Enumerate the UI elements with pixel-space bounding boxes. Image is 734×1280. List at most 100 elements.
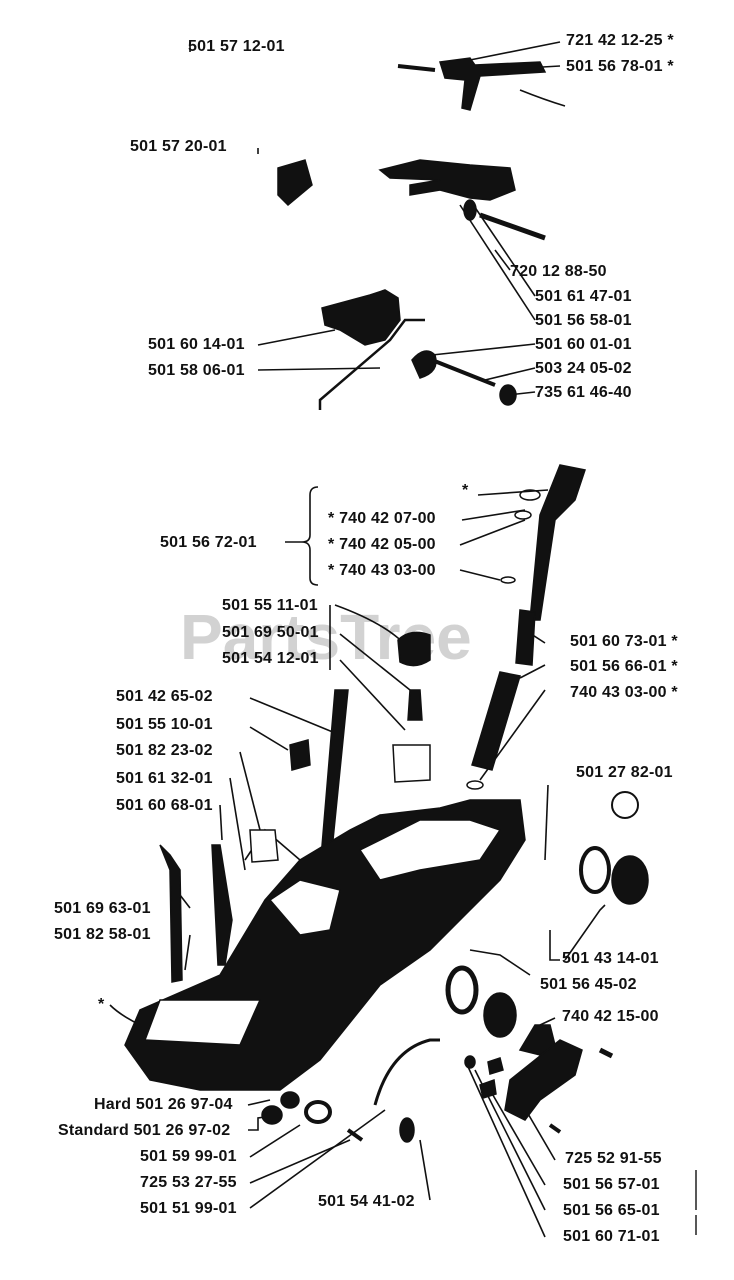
pin-part: [431, 358, 496, 387]
part-number-label: 501 82 58-01: [54, 926, 151, 943]
gasket-part: [579, 846, 611, 894]
clip-part: [487, 1057, 504, 1075]
part-number-label: * 740 43 03-00: [328, 562, 436, 579]
part-number-label: 501 51 99-01: [140, 1200, 237, 1217]
leader-line: [184, 934, 191, 971]
part-number-label: 501 56 66-01 *: [570, 658, 678, 675]
part-number-label: 740 43 03-00 *: [570, 684, 678, 701]
part-number-label: 740 42 15-00: [562, 1008, 659, 1025]
seal-part: [445, 965, 479, 1015]
part-number-label: 501 55 10-01: [116, 716, 213, 733]
part-number-label: 501 27 82-01: [576, 764, 673, 781]
part-number-label: 501 59 99-01: [140, 1148, 237, 1165]
part-number-label: 501 55 11-01: [222, 597, 318, 614]
leader-line: [229, 777, 246, 871]
part-number-label: 501 57 20-01: [130, 138, 227, 155]
leader-line: [339, 659, 406, 731]
part-number-label: 501 58 06-01: [148, 362, 245, 379]
buffer-part: [261, 1105, 283, 1125]
buffer-part: [280, 1091, 300, 1109]
leader-line: [249, 1109, 386, 1209]
leader-line: [459, 204, 536, 321]
leader-line: [494, 249, 511, 271]
leader-line: [544, 784, 549, 861]
leader-line: [431, 343, 536, 356]
leader-line: [339, 633, 411, 691]
leader-line: [249, 726, 289, 751]
washer-part: [304, 1100, 332, 1124]
leader-line: [179, 894, 191, 909]
filter-cap-part: [397, 631, 431, 667]
o-ring-part: [519, 489, 541, 501]
part-number-label: * 740 42 07-00: [328, 510, 436, 527]
leader-line: [419, 1139, 431, 1201]
leader-line: [484, 367, 536, 381]
leader-line: [469, 949, 531, 976]
oil-cap-part: [611, 855, 649, 905]
leader-line: [249, 1124, 301, 1158]
brake-lever-part: [504, 1039, 583, 1121]
leader-line: [249, 697, 341, 736]
knob-part: [289, 739, 311, 771]
part-number-label: 501 54 12-01: [222, 650, 319, 667]
screw-part: [598, 1047, 614, 1059]
housing-detail: [143, 999, 262, 1046]
part-number-label: 501 56 57-01: [563, 1176, 660, 1193]
spark-plug-cap-part: [399, 1117, 415, 1143]
part-number-label: 501 69 63-01: [54, 900, 151, 917]
leader-line: [564, 904, 606, 961]
nut-part: [464, 1055, 476, 1069]
cable-part: [373, 1038, 440, 1106]
part-number-label: 501 56 72-01: [160, 534, 257, 551]
leader-line: [549, 930, 560, 961]
part-number-label: 501 60 68-01: [116, 797, 213, 814]
rubber-block-part: [277, 159, 313, 207]
o-ring-part: [611, 791, 639, 819]
part-number-label: 501 43 14-01: [562, 950, 659, 967]
leader-line: [239, 751, 261, 831]
part-number-label: 501 56 65-01: [563, 1202, 660, 1219]
part-number-label: 721 42 12-25 *: [566, 32, 674, 49]
leader-line: [469, 41, 561, 61]
pin-part: [397, 64, 436, 72]
part-number-label: 501 60 14-01: [148, 336, 245, 353]
part-number-label: 501 61 47-01: [535, 288, 632, 305]
part-number-label: 501 60 73-01 *: [570, 633, 678, 650]
part-number-label: 501 42 65-02: [116, 688, 213, 705]
part-number-label: 501 60 71-01: [563, 1228, 660, 1245]
part-number-label: Standard 501 26 97-02: [58, 1122, 231, 1139]
part-number-label: 501 56 58-01: [535, 312, 632, 329]
part-number-label: 725 52 91-55: [565, 1150, 662, 1167]
leader-line: [519, 89, 566, 107]
impulse-hose-part: [211, 844, 233, 966]
leader-line: [464, 1059, 546, 1238]
part-number-label: 501 56 45-02: [540, 976, 637, 993]
spring-part: [515, 609, 536, 666]
leader-line: [247, 1099, 271, 1106]
part-number-label: 501 61 32-01: [116, 770, 213, 787]
leader-line: [459, 569, 501, 581]
part-number-label: 501 56 78-01 *: [566, 58, 674, 75]
choke-lever-part: [321, 289, 401, 346]
leader-line: [459, 519, 526, 546]
rod-part: [318, 318, 425, 410]
asterisk-label: *: [462, 482, 469, 499]
part-number-label: Hard 501 26 97-04: [94, 1096, 233, 1113]
housing-detail: [358, 819, 502, 881]
housing-detail: [268, 879, 341, 936]
o-ring-part: [514, 510, 532, 520]
pump-part: [483, 992, 517, 1038]
screw-part: [346, 1128, 364, 1142]
leader-line: [219, 804, 223, 841]
filler-pipe-part: [529, 464, 586, 621]
o-ring-part: [466, 780, 484, 790]
leader-line: [489, 1089, 546, 1186]
bracket: [301, 486, 319, 586]
leader-line: [469, 199, 536, 297]
lever-part: [518, 1024, 556, 1056]
leader-line: [257, 329, 336, 346]
o-ring-part: [500, 576, 516, 584]
leader-line: [519, 664, 546, 679]
fuel-hose-part: [159, 844, 183, 983]
